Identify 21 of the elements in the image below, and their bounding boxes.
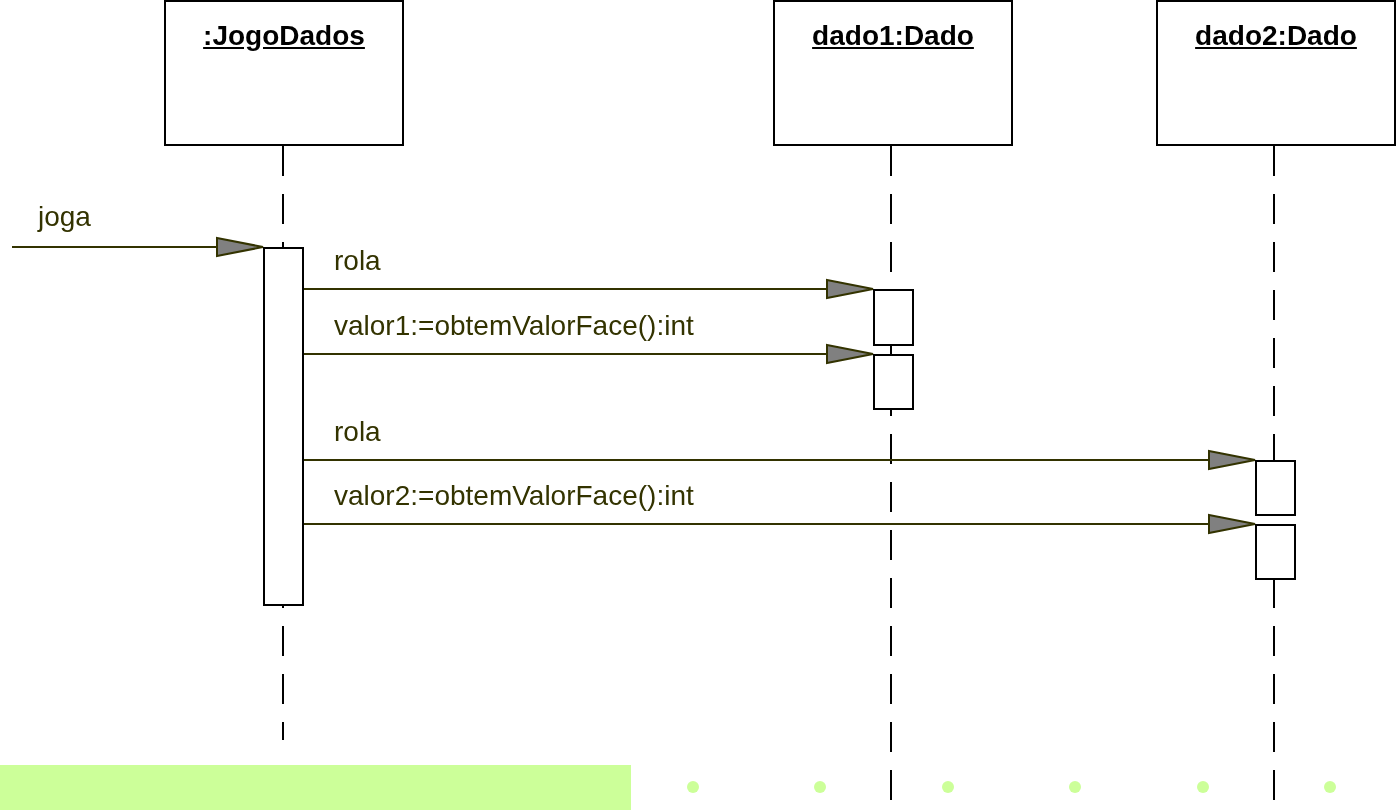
object-box: [1156, 0, 1396, 146]
activation-bar: [263, 247, 304, 606]
message-label: joga: [38, 203, 91, 231]
object-name: :JogoDados: [203, 20, 365, 52]
message-label: rola: [334, 247, 381, 275]
object-box: [164, 0, 404, 146]
message-label: valor1:=obtemValorFace():int: [334, 312, 694, 340]
object-box: [773, 0, 1013, 146]
message-arrow: [303, 514, 1256, 534]
object-name: dado2:Dado: [1195, 20, 1357, 52]
message-arrow: [303, 450, 1256, 470]
message-arrow: [11, 237, 264, 257]
message-label: valor2:=obtemValorFace():int: [334, 482, 694, 510]
message-arrow: [303, 344, 874, 364]
activation-bar: [873, 289, 914, 346]
message-label: rola: [334, 418, 381, 446]
message-arrow: [303, 279, 874, 299]
object-name: dado1:Dado: [812, 20, 974, 52]
activation-bar: [1255, 460, 1296, 516]
activation-bar: [1255, 524, 1296, 580]
activation-bar: [873, 354, 914, 410]
